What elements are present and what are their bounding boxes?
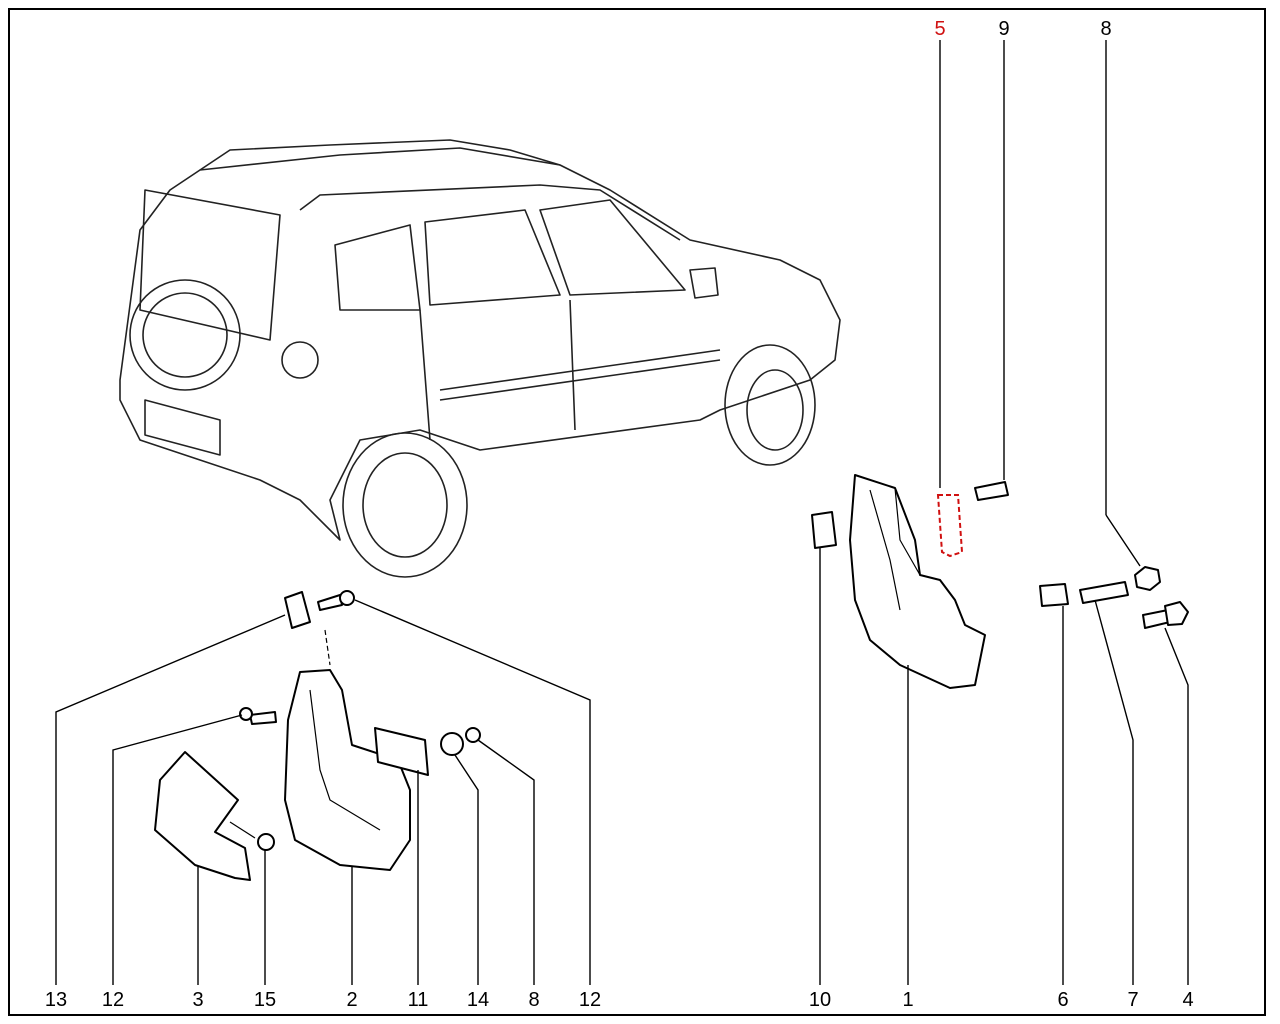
vehicle-illustration — [119, 139, 841, 578]
plate-11 — [374, 727, 429, 776]
nut-8 — [1134, 566, 1161, 591]
screw-12-top — [317, 590, 355, 611]
nut-15 — [257, 833, 275, 851]
leader-lines — [55, 40, 1189, 985]
diagram-frame — [8, 8, 1266, 1016]
callout-8-bottom: 8 — [528, 989, 539, 1011]
callout-3: 3 — [192, 989, 203, 1011]
stud-7 — [1079, 581, 1129, 604]
bracket-5-highlighted — [936, 494, 964, 558]
nut-8-left — [465, 727, 481, 743]
washer-14 — [440, 732, 464, 756]
assembly-arrow — [229, 821, 256, 839]
callout-1: 1 — [902, 989, 913, 1011]
screw-9 — [974, 481, 1009, 501]
callout-11: 11 — [408, 989, 429, 1011]
callout-4: 4 — [1182, 989, 1193, 1011]
screw-12-left — [239, 707, 277, 725]
mudflap-rear-right — [849, 474, 986, 689]
bolt-4 — [1142, 601, 1189, 629]
callout-13: 13 — [45, 989, 67, 1011]
callout-10: 10 — [809, 989, 831, 1011]
callout-12-right: 12 — [579, 989, 601, 1011]
callout-8: 8 — [1100, 18, 1111, 40]
callout-2: 2 — [346, 989, 357, 1011]
bracket-3 — [154, 751, 251, 881]
callout-12: 12 — [102, 989, 124, 1011]
callout-9: 9 — [998, 18, 1009, 40]
assembly-arrow — [324, 629, 331, 666]
clip-13 — [284, 591, 311, 629]
callout-6: 6 — [1057, 989, 1068, 1011]
mudflap-rear-left — [284, 669, 411, 871]
plate-6 — [1039, 583, 1069, 607]
callout-15: 15 — [254, 989, 276, 1011]
callout-5: 5 — [934, 18, 945, 40]
callout-14: 14 — [467, 989, 489, 1011]
clip-10 — [811, 511, 837, 549]
callout-7: 7 — [1127, 989, 1138, 1011]
